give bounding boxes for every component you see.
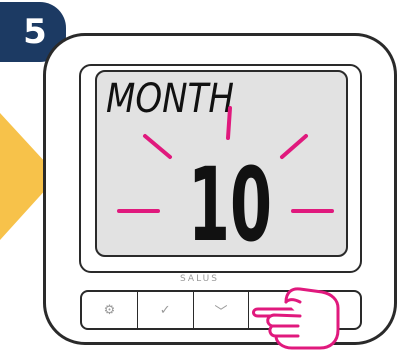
- hand-pointer-icon: [0, 0, 399, 352]
